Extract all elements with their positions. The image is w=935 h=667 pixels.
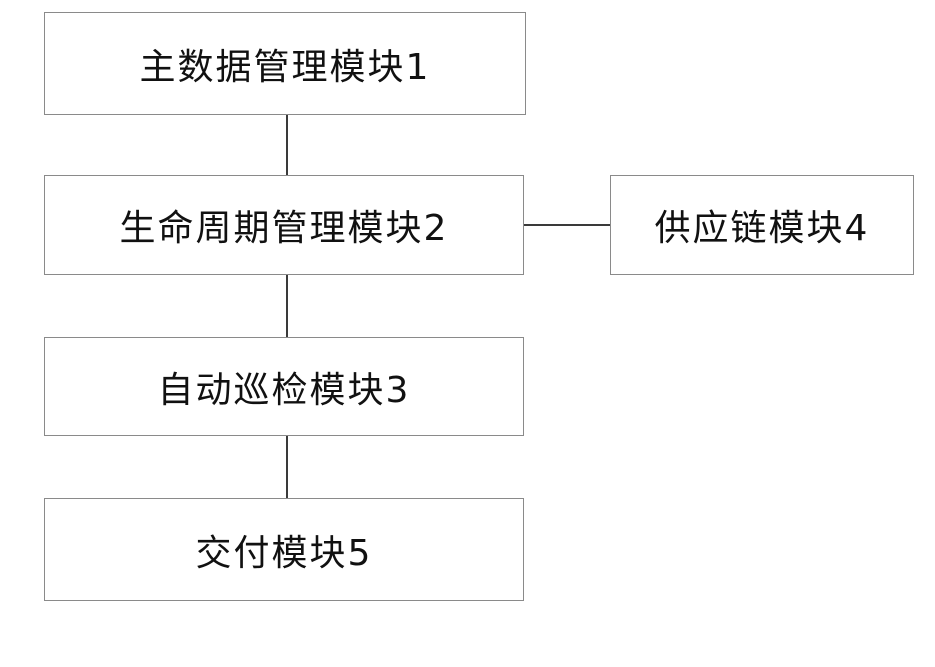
node-supply-chain-module: 供应链模块4 (610, 175, 914, 275)
connector-3-5 (286, 436, 288, 498)
node-label: 自动巡检模块3 (158, 361, 411, 413)
node-lifecycle-management-module: 生命周期管理模块2 (44, 175, 524, 275)
node-label: 主数据管理模块1 (140, 38, 431, 90)
node-auto-inspection-module: 自动巡检模块3 (44, 337, 524, 436)
connector-1-2 (286, 115, 288, 175)
node-master-data-module: 主数据管理模块1 (44, 12, 526, 115)
node-label: 供应链模块4 (655, 199, 870, 251)
node-label: 交付模块5 (196, 524, 373, 576)
connector-2-4 (524, 224, 610, 226)
node-delivery-module: 交付模块5 (44, 498, 524, 601)
connector-2-3 (286, 275, 288, 337)
node-label: 生命周期管理模块2 (120, 199, 449, 251)
